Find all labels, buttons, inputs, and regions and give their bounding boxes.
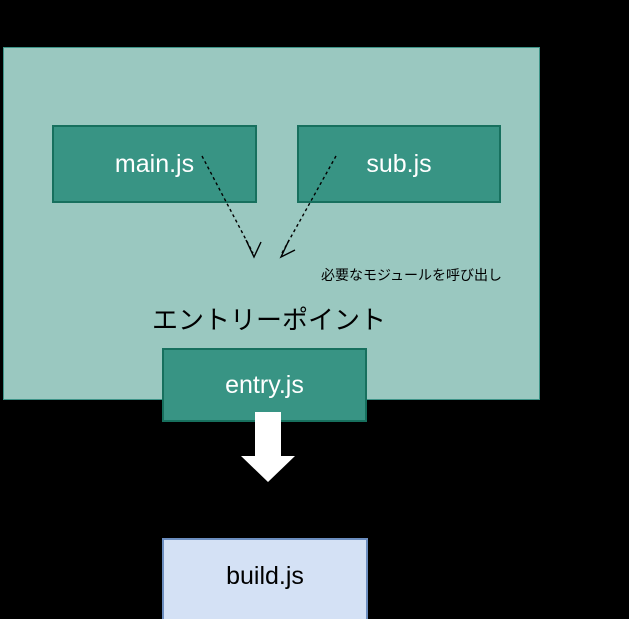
output-box-build-js[interactable]: build.js: [162, 538, 368, 619]
entry-point-label: エントリーポイント: [152, 305, 387, 335]
module-box-entry-js[interactable]: entry.js: [162, 348, 367, 422]
output-box-build-js-label: build.js: [226, 562, 304, 590]
call-modules-label: 必要なモジュールを呼び出し: [321, 267, 503, 283]
module-box-entry-js-label: entry.js: [225, 370, 304, 399]
module-box-sub-js[interactable]: sub.js: [297, 125, 501, 203]
module-box-main-js-label: main.js: [114, 149, 195, 178]
module-box-main-js[interactable]: main.js: [52, 125, 257, 203]
module-box-sub-js-label: sub.js: [366, 149, 432, 178]
build-flow-arrow-icon: [241, 412, 295, 482]
module-group-panel: main.js sub.js entry.js エントリーポイント 必要なモジュ…: [3, 47, 540, 422]
